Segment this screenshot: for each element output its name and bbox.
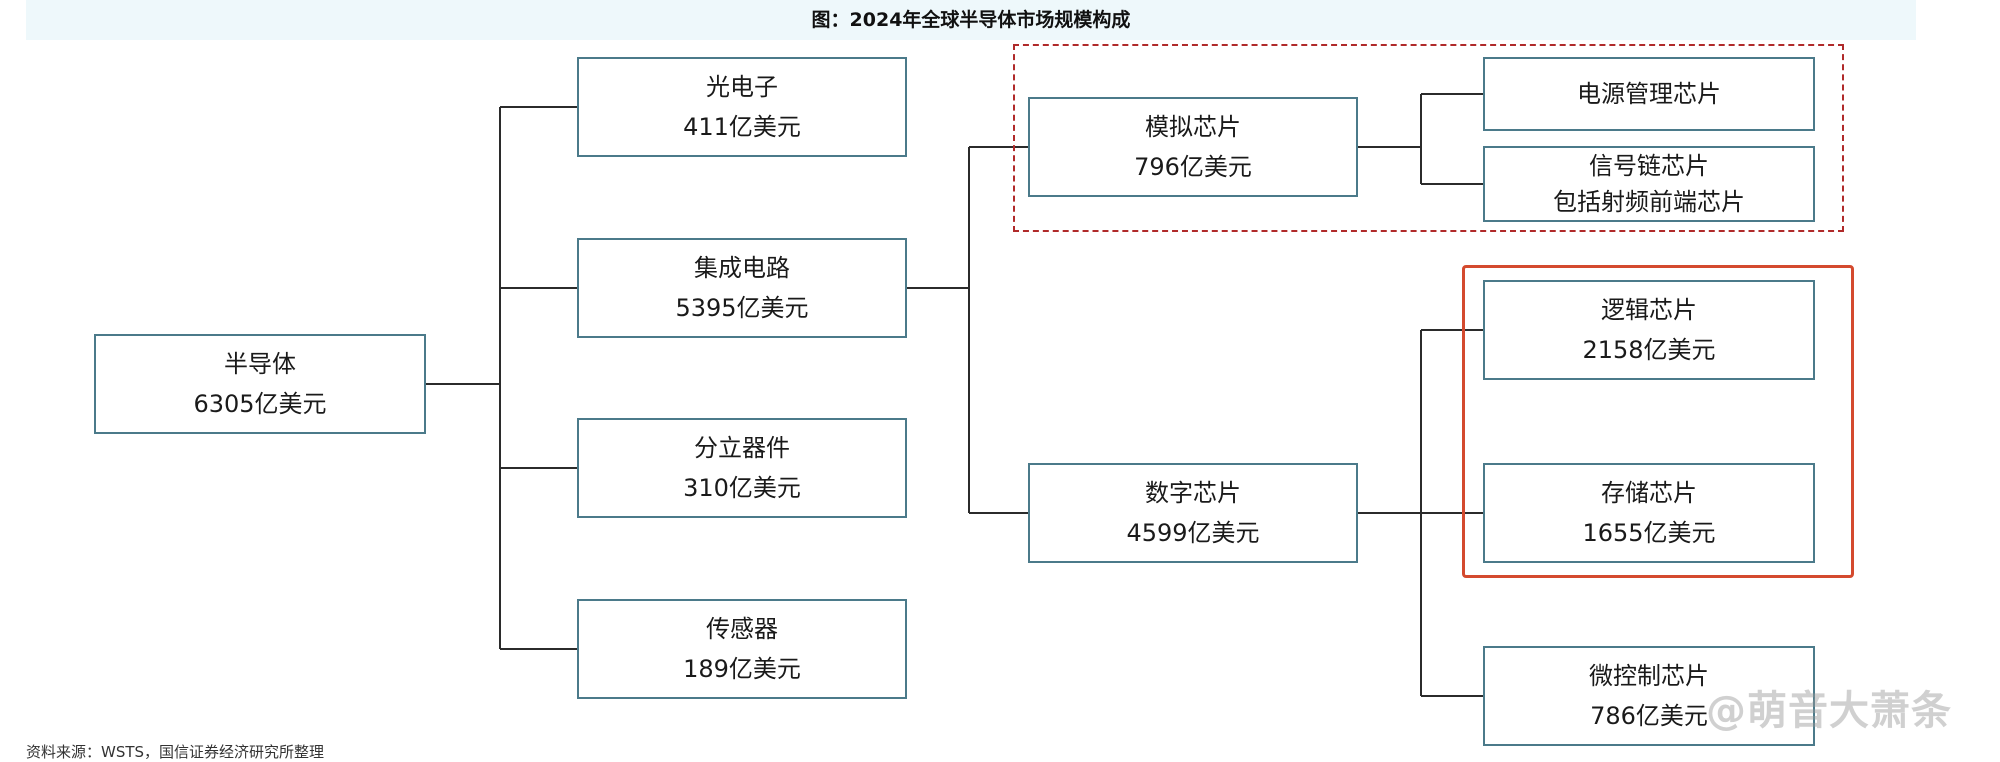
node-microcontroller-chip-value: 786亿美元 <box>1590 702 1708 730</box>
node-signal-chain-chip: 信号链芯片 包括射频前端芯片 <box>1483 146 1815 222</box>
node-semiconductor-value: 6305亿美元 <box>193 390 327 418</box>
node-optoelectronics-name: 光电子 <box>706 73 778 101</box>
analog-highlight-box <box>1013 44 1844 232</box>
diagram-title: 图：2024年全球半导体市场规模构成 <box>811 9 1131 31</box>
node-memory-chip: 存储芯片 1655亿美元 <box>1483 463 1815 563</box>
node-integrated-circuit: 集成电路 5395亿美元 <box>577 238 907 338</box>
node-integrated-circuit-value: 5395亿美元 <box>675 294 809 322</box>
node-integrated-circuit-name: 集成电路 <box>694 254 790 282</box>
digital-highlight-box <box>1462 265 1854 578</box>
node-sensors-value: 189亿美元 <box>683 655 801 683</box>
node-digital-chip-value: 4599亿美元 <box>1126 519 1260 547</box>
node-analog-chip: 模拟芯片 796亿美元 <box>1028 97 1358 197</box>
node-discrete-devices: 分立器件 310亿美元 <box>577 418 907 518</box>
node-optoelectronics-value: 411亿美元 <box>683 113 801 141</box>
node-logic-chip-value: 2158亿美元 <box>1582 336 1716 364</box>
node-microcontroller-chip: 微控制芯片 786亿美元 <box>1483 646 1815 746</box>
node-sensors: 传感器 189亿美元 <box>577 599 907 699</box>
node-discrete-devices-name: 分立器件 <box>694 434 790 462</box>
node-analog-chip-name: 模拟芯片 <box>1145 113 1241 141</box>
node-digital-chip: 数字芯片 4599亿美元 <box>1028 463 1358 563</box>
node-signal-chain-chip-name: 信号链芯片 <box>1589 152 1709 180</box>
source-note: 资料来源：WSTS，国信证券经济研究所整理 <box>26 743 325 761</box>
node-discrete-devices-value: 310亿美元 <box>683 474 801 502</box>
watermark: @萌音大萧条 <box>1706 688 1952 734</box>
node-sensors-name: 传感器 <box>706 615 778 643</box>
node-logic-chip-name: 逻辑芯片 <box>1601 296 1697 324</box>
node-power-management-chip: 电源管理芯片 <box>1483 57 1815 131</box>
node-signal-chain-chip-note: 包括射频前端芯片 <box>1553 188 1745 216</box>
node-optoelectronics: 光电子 411亿美元 <box>577 57 907 157</box>
node-memory-chip-name: 存储芯片 <box>1601 479 1697 507</box>
node-power-management-chip-name: 电源管理芯片 <box>1577 80 1721 108</box>
node-memory-chip-value: 1655亿美元 <box>1582 519 1716 547</box>
title-bar: 图：2024年全球半导体市场规模构成 <box>26 0 1916 40</box>
node-microcontroller-chip-name: 微控制芯片 <box>1589 662 1709 690</box>
node-semiconductor: 半导体 6305亿美元 <box>94 334 426 434</box>
node-analog-chip-value: 796亿美元 <box>1134 153 1252 181</box>
node-logic-chip: 逻辑芯片 2158亿美元 <box>1483 280 1815 380</box>
node-digital-chip-name: 数字芯片 <box>1145 479 1241 507</box>
node-semiconductor-name: 半导体 <box>224 350 296 378</box>
